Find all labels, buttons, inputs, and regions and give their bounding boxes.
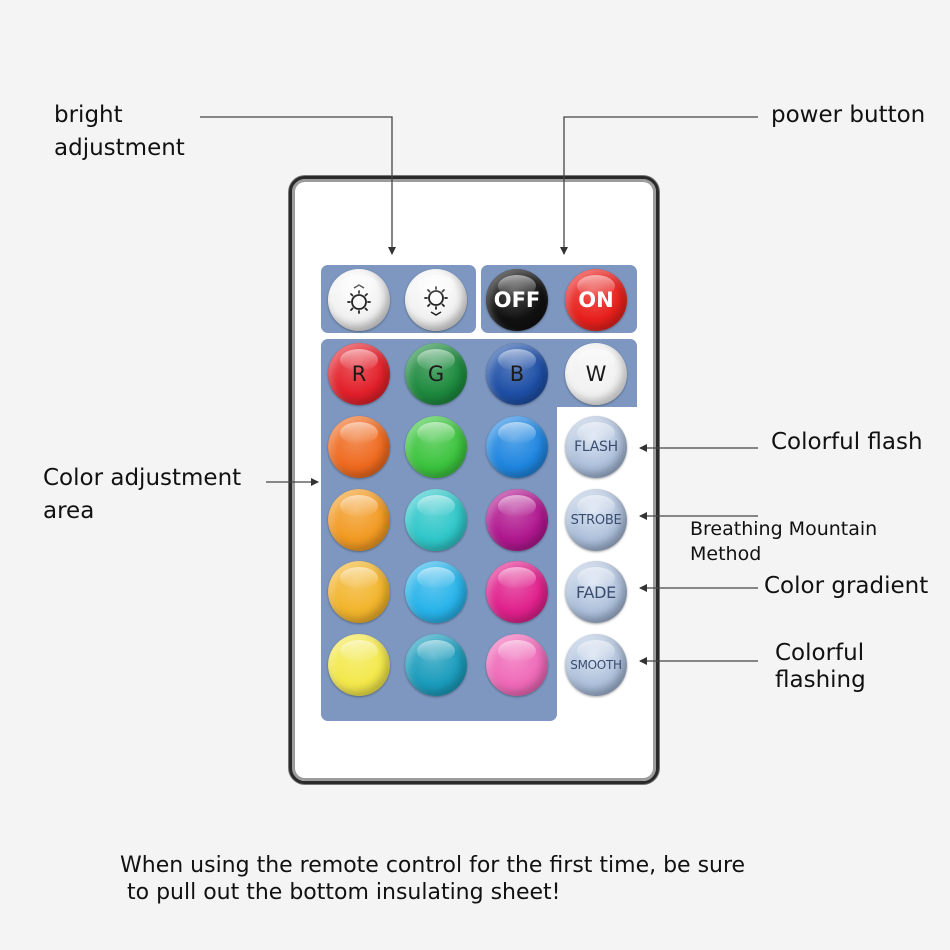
blue-button-label: B	[509, 362, 525, 386]
green-button-label: G	[427, 362, 445, 386]
power-leader-line	[560, 116, 758, 255]
on-button-label: ON	[578, 288, 614, 312]
white-button-label: W	[585, 362, 607, 386]
label-color-gradient: Color gradient	[764, 573, 929, 599]
color-button[interactable]	[405, 416, 467, 478]
color-button[interactable]	[486, 416, 548, 478]
green-button[interactable]: G	[405, 343, 467, 405]
red-button-label: R	[351, 362, 367, 386]
color-button[interactable]	[328, 634, 390, 696]
label-colorful-flashing: Colorful flashing	[775, 640, 866, 693]
label-color-adjustment-area: Color adjustment area	[43, 465, 242, 524]
off-button-label: OFF	[493, 288, 541, 312]
label-power-button: power button	[771, 102, 926, 128]
label-colorful-flash: Colorful flash	[771, 429, 923, 455]
color-button[interactable]	[405, 489, 467, 551]
flash-button-label: FLASH	[574, 439, 618, 455]
footer-line-1: When using the remote control for the fi…	[120, 853, 746, 878]
remote-control: OFF ON R G B W FLASH STROBE F	[289, 176, 659, 784]
smooth-button-label: SMOOTH	[570, 658, 622, 672]
fade-button-label: FADE	[576, 582, 616, 602]
flash-button[interactable]: FLASH	[565, 416, 627, 478]
label-breathing-mountain-method: Breathing Mountain Method	[690, 518, 878, 565]
color-button[interactable]	[486, 561, 548, 623]
footer-line-2: to pull out the bottom insulating sheet!	[127, 880, 561, 905]
color-button[interactable]	[405, 634, 467, 696]
bright-leader-line	[200, 116, 396, 255]
strobe-button-label: STROBE	[570, 512, 622, 528]
label-bright-adjustment: bright adjustment	[54, 102, 185, 161]
